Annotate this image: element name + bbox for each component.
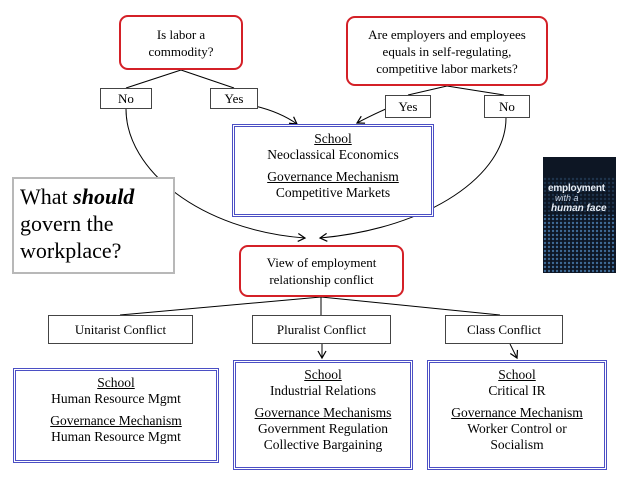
line-labor-no — [125, 69, 182, 89]
school-hrm-name: Human Resource Mgmt — [51, 391, 181, 406]
school-neoclassical-gov: Competitive Markets — [275, 185, 391, 200]
option-unitarist-conflict: Unitarist Conflict — [48, 315, 193, 344]
option-labor-no-label: No — [118, 90, 134, 106]
option-equals-no-label: No — [499, 98, 515, 114]
school-ir-gov-2: Collective Bargaining — [263, 437, 383, 452]
school-critical-gov-2: Socialism — [490, 437, 544, 452]
school-industrial-relations: School Industrial Relations Governance M… — [233, 360, 413, 470]
school-hrm-heading: School — [97, 375, 135, 390]
curve-equals-no — [318, 117, 507, 242]
option-unitarist-label: Unitarist Conflict — [74, 321, 167, 337]
line-equals-yes — [407, 85, 448, 96]
question-conflict-line2: relationship conflict — [269, 272, 374, 287]
question-labor-line1: Is labor a — [156, 26, 206, 42]
question-labor-line2: commodity? — [148, 43, 214, 59]
arrow-class — [509, 343, 519, 360]
option-labor-yes-label: Yes — [224, 90, 244, 106]
option-equals-yes: Yes — [385, 95, 431, 118]
option-pluralist-conflict: Pluralist Conflict — [252, 315, 391, 344]
question-conflict-line1: View of employment — [266, 255, 377, 270]
option-class-conflict: Class Conflict — [445, 315, 563, 344]
option-labor-no: No — [100, 88, 152, 109]
school-critical-gov-1: Worker Control or — [467, 421, 567, 436]
option-labor-yes: Yes — [210, 88, 258, 109]
central-question-line2: govern the — [20, 211, 114, 236]
school-neoclassical-name: Neoclassical Economics — [267, 147, 399, 162]
book-title: employment — [548, 183, 605, 194]
book-title-mid: with a — [555, 193, 579, 203]
line-conflict-unitarist — [119, 296, 322, 316]
question-labor-commodity: Is labor a commodity? — [119, 15, 243, 70]
arrow-equals-yes — [355, 107, 389, 124]
school-neoclassical-heading: School — [314, 131, 352, 146]
curve-labor-no — [125, 108, 307, 242]
school-critical-gov-heading: Governance Mechanism — [451, 405, 583, 420]
school-hrm-gov: Human Resource Mgmt — [51, 429, 181, 444]
school-hrm: School Human Resource Mgmt Governance Me… — [13, 368, 219, 463]
central-question-emphasis: should — [73, 184, 135, 209]
school-ir-gov-1: Government Regulation — [257, 421, 389, 436]
school-neoclassical: School Neoclassical Economics Governance… — [232, 124, 434, 217]
school-neoclassical-gov-heading: Governance Mechanism — [267, 169, 399, 184]
question-equals-line3: competitive labor markets? — [376, 60, 518, 76]
central-question: What should govern the workplace? — [12, 177, 175, 274]
line-equals-no — [446, 85, 505, 96]
option-equals-no: No — [484, 95, 530, 118]
line-labor-yes — [180, 69, 235, 89]
question-equals-markets: Are employers and employees equals in se… — [346, 16, 548, 86]
question-conflict-view: View of employment relationship conflict — [239, 245, 404, 297]
school-critical-ir: School Critical IR Governance Mechanism … — [427, 360, 607, 470]
question-equals-line1: Are employers and employees — [368, 26, 526, 42]
central-question-line3: workplace? — [20, 238, 122, 263]
school-ir-gov-heading: Governance Mechanisms — [254, 405, 392, 420]
book-cover-image: employment with a human face — [543, 157, 616, 273]
book-subtitle: human face — [551, 203, 607, 214]
school-hrm-gov-heading: Governance Mechanism — [50, 413, 182, 428]
option-pluralist-label: Pluralist Conflict — [276, 321, 367, 337]
school-ir-heading: School — [304, 367, 342, 382]
option-equals-yes-label: Yes — [398, 98, 418, 114]
book-cover-pattern — [543, 177, 616, 273]
central-question-pre: What — [20, 184, 68, 209]
line-conflict-class — [320, 296, 501, 316]
arrow-labor-yes — [254, 105, 298, 125]
school-critical-name: Critical IR — [488, 383, 546, 398]
option-class-label: Class Conflict — [466, 321, 542, 337]
school-critical-heading: School — [498, 367, 536, 382]
school-ir-name: Industrial Relations — [269, 383, 377, 398]
question-equals-line2: equals in self-regulating, — [382, 43, 512, 59]
